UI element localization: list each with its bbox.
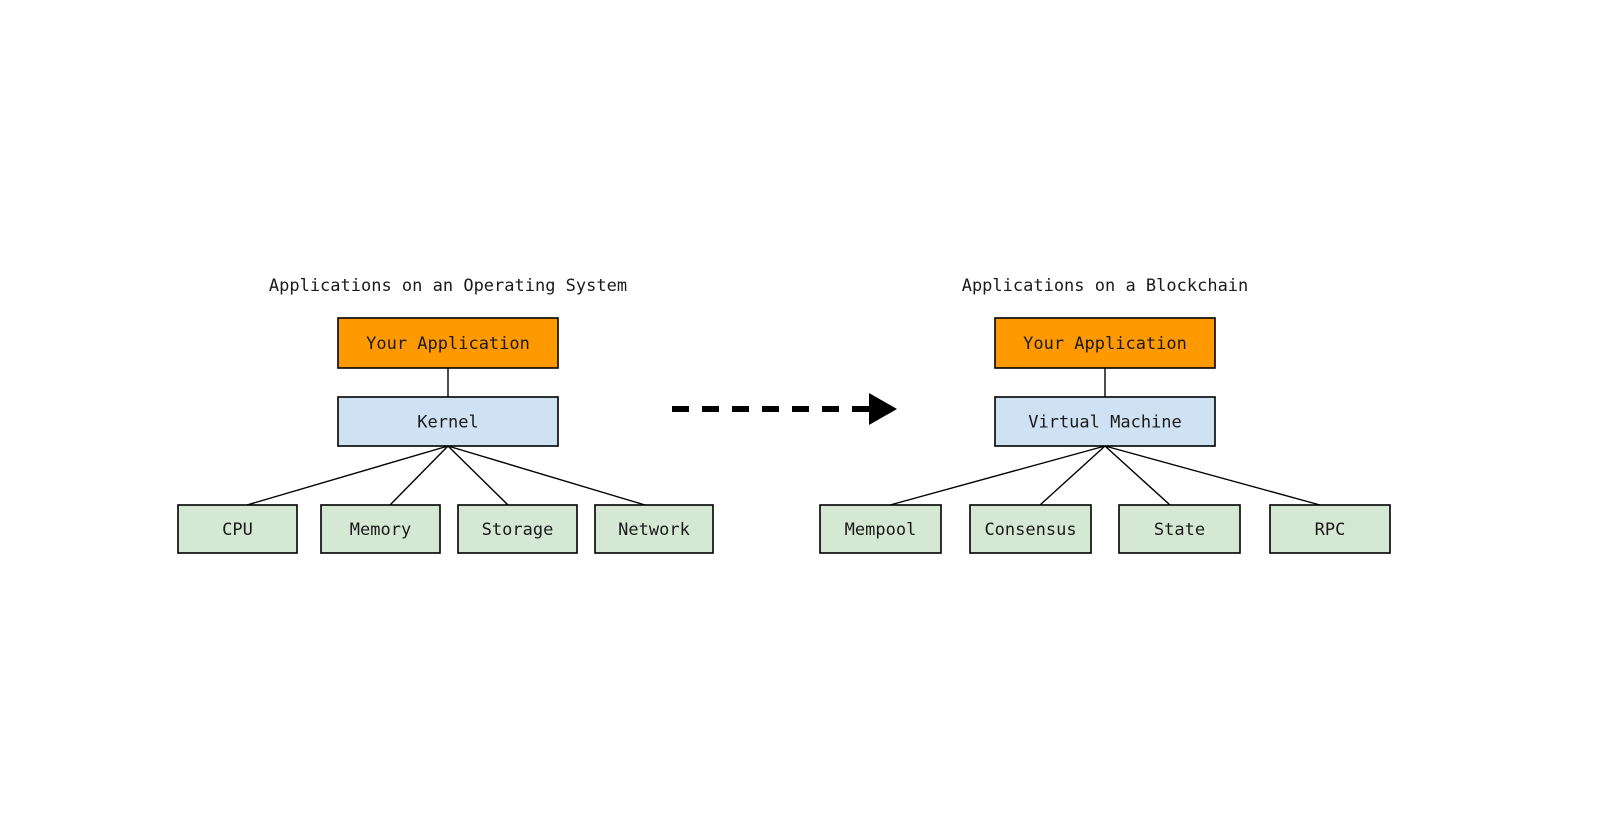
edges-blockchain bbox=[889, 368, 1321, 506]
node-subsystem-mempool-label: Mempool bbox=[845, 520, 917, 540]
edge-runtime-to-rpc bbox=[1104, 445, 1321, 506]
transition-arrow-head bbox=[869, 393, 897, 425]
panels-layer: Applications on an Operating SystemYour … bbox=[177, 276, 1391, 554]
node-subsystem-memory-rect[interactable] bbox=[320, 504, 441, 554]
node-runtime-operating-system[interactable]: Kernel bbox=[337, 396, 559, 447]
node-subsystem-consensus-label: Consensus bbox=[984, 520, 1076, 540]
node-subsystem-cpu-rect[interactable] bbox=[177, 504, 298, 554]
node-subsystem-rpc-rect[interactable] bbox=[1269, 504, 1391, 554]
node-subsystem-memory-label: Memory bbox=[350, 520, 411, 540]
edge-runtime-to-network bbox=[447, 445, 646, 506]
edge-runtime-to-cpu bbox=[246, 445, 449, 506]
node-runtime-blockchain-label: Virtual Machine bbox=[1028, 413, 1182, 433]
edge-runtime-to-memory bbox=[389, 445, 449, 506]
node-runtime-blockchain-rect[interactable] bbox=[994, 396, 1216, 447]
node-runtime-operating-system-rect[interactable] bbox=[337, 396, 559, 447]
transition-arrow-group bbox=[672, 393, 897, 425]
panel-title-operating-system: Applications on an Operating System bbox=[269, 276, 627, 296]
node-subsystem-rpc[interactable]: RPC bbox=[1269, 504, 1391, 554]
node-application-blockchain[interactable]: Your Application bbox=[994, 317, 1216, 369]
node-subsystem-mempool[interactable]: Mempool bbox=[819, 504, 942, 554]
node-application-operating-system-rect[interactable] bbox=[337, 317, 559, 369]
node-subsystem-storage[interactable]: Storage bbox=[457, 504, 578, 554]
edge-runtime-to-state bbox=[1104, 445, 1171, 506]
node-application-operating-system-label: Your Application bbox=[366, 334, 530, 354]
node-subsystem-consensus-rect[interactable] bbox=[969, 504, 1092, 554]
node-subsystem-state-rect[interactable] bbox=[1118, 504, 1241, 554]
node-subsystem-mempool-rect[interactable] bbox=[819, 504, 942, 554]
node-subsystem-cpu[interactable]: CPU bbox=[177, 504, 298, 554]
node-subsystem-state-label: State bbox=[1154, 520, 1205, 540]
node-subsystem-storage-label: Storage bbox=[482, 520, 554, 540]
edges-operating-system bbox=[246, 368, 646, 506]
node-application-blockchain-label: Your Application bbox=[1023, 334, 1187, 354]
node-subsystem-network-label: Network bbox=[618, 520, 690, 540]
node-subsystem-storage-rect[interactable] bbox=[457, 504, 578, 554]
node-subsystem-cpu-label: CPU bbox=[222, 520, 253, 540]
node-subsystem-memory[interactable]: Memory bbox=[320, 504, 441, 554]
edge-runtime-to-storage bbox=[447, 445, 509, 506]
edge-runtime-to-consensus bbox=[1039, 445, 1106, 506]
node-subsystem-rpc-label: RPC bbox=[1315, 520, 1346, 540]
edge-runtime-to-mempool bbox=[889, 445, 1106, 506]
node-subsystem-network[interactable]: Network bbox=[594, 504, 714, 554]
node-subsystem-consensus[interactable]: Consensus bbox=[969, 504, 1092, 554]
node-application-operating-system[interactable]: Your Application bbox=[337, 317, 559, 369]
node-runtime-blockchain[interactable]: Virtual Machine bbox=[994, 396, 1216, 447]
node-subsystem-network-rect[interactable] bbox=[594, 504, 714, 554]
panel-operating-system: Applications on an Operating SystemYour … bbox=[177, 276, 714, 554]
panel-title-blockchain: Applications on a Blockchain bbox=[962, 276, 1249, 296]
node-subsystem-state[interactable]: State bbox=[1118, 504, 1241, 554]
node-runtime-operating-system-label: Kernel bbox=[417, 413, 478, 433]
node-application-blockchain-rect[interactable] bbox=[994, 317, 1216, 369]
